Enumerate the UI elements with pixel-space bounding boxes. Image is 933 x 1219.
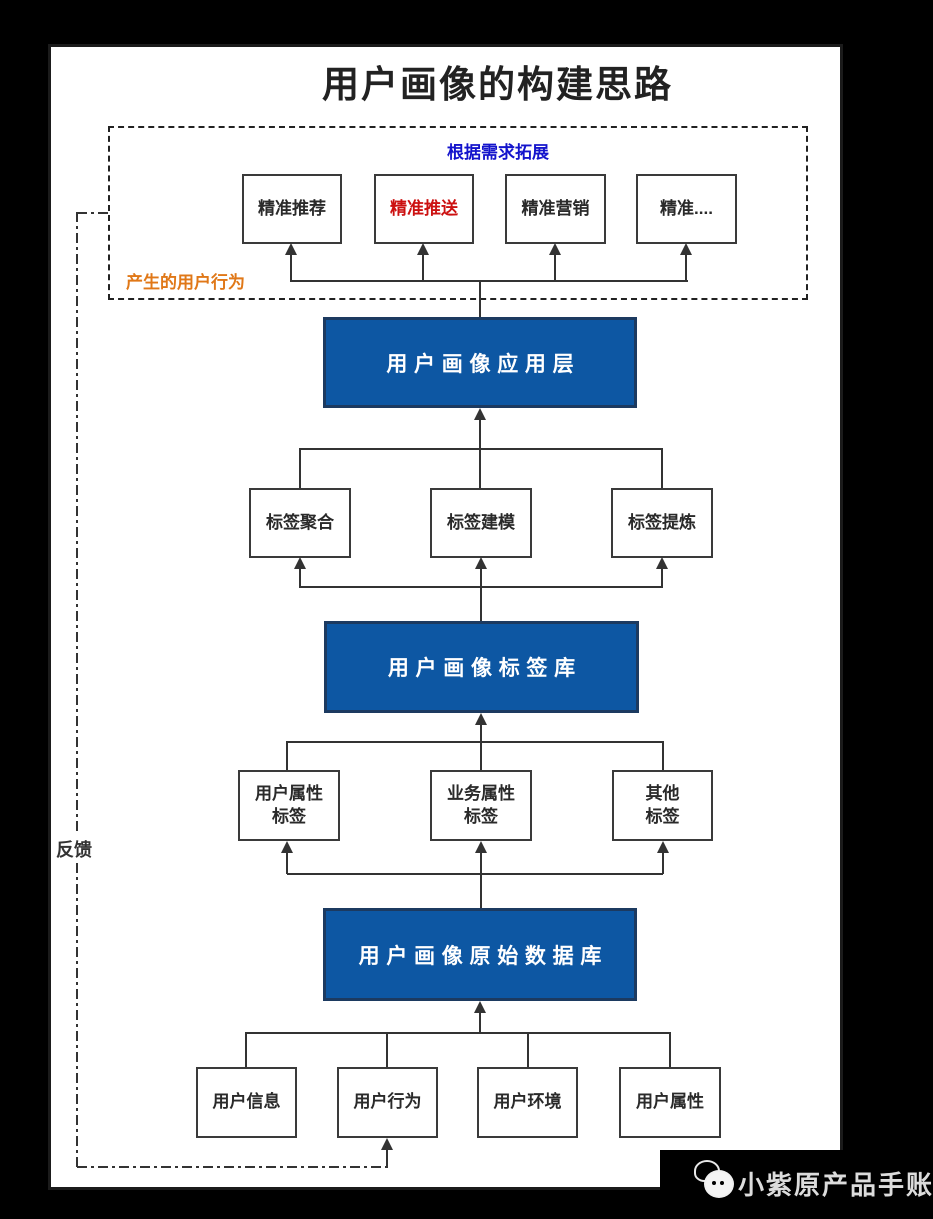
layer-application: 用户画像应用层	[323, 317, 637, 408]
connector-line	[661, 448, 663, 489]
tag-process-box-aggregate: 标签聚合	[249, 488, 351, 558]
app-box-label: 精准....	[660, 198, 713, 218]
tag-type-label-line2: 标签	[645, 806, 680, 826]
layer-tag-library: 用户画像标签库	[324, 621, 639, 713]
watermark-logo-icon	[692, 1160, 736, 1204]
connector-line	[527, 1032, 529, 1067]
tag-process-label: 标签提炼	[628, 512, 696, 532]
app-box-precise-etc: 精准....	[636, 174, 737, 244]
app-box-label: 精准推送	[390, 198, 458, 218]
arrowhead-icon	[285, 243, 297, 255]
connector-line	[662, 741, 664, 771]
source-label: 用户信息	[212, 1092, 281, 1112]
behavior-note: 产生的用户行为	[126, 273, 245, 292]
arrowhead-icon	[294, 557, 306, 569]
connector-line	[422, 254, 424, 282]
connector-line	[480, 568, 482, 622]
source-box-user-attribute: 用户属性	[619, 1067, 721, 1138]
connector-line	[291, 280, 688, 282]
feedback-line	[76, 212, 78, 1168]
feedback-line	[77, 212, 109, 214]
arrowhead-icon	[680, 243, 692, 255]
connector-line	[479, 280, 481, 318]
tag-process-label: 标签建模	[447, 512, 515, 532]
app-box-precise-push: 精准推送	[374, 174, 474, 244]
connector-line	[662, 852, 664, 874]
tag-type-label-line1: 其他	[645, 784, 680, 804]
feedback-line	[77, 1166, 388, 1168]
tag-process-label: 标签聚合	[266, 512, 334, 532]
source-box-user-behavior: 用户行为	[337, 1067, 438, 1138]
arrowhead-icon	[656, 557, 668, 569]
feedback-label: 反馈	[53, 835, 95, 863]
app-box-precise-marketing: 精准营销	[505, 174, 606, 244]
source-label: 用户属性	[636, 1092, 704, 1112]
connector-line	[246, 1032, 671, 1034]
connector-line	[480, 852, 482, 909]
tag-type-label-line2: 标签	[272, 806, 306, 826]
connector-line	[685, 254, 687, 282]
connector-line	[286, 741, 288, 771]
tag-process-box-modeling: 标签建模	[430, 488, 532, 558]
connector-line	[554, 254, 556, 282]
watermark-bar: 小紫原产品手账	[660, 1150, 933, 1219]
arrowhead-icon	[549, 243, 561, 255]
connector-line	[661, 568, 663, 588]
watermark-logo-eye	[720, 1181, 724, 1185]
arrowhead-icon	[474, 408, 486, 420]
source-label: 用户行为	[353, 1092, 422, 1112]
app-box-label: 精准推荐	[258, 198, 326, 218]
connector-line	[290, 254, 292, 282]
arrowhead-icon	[657, 841, 669, 853]
app-box-precise-recommend: 精准推荐	[242, 174, 342, 244]
application-region-dashed-box	[108, 126, 808, 300]
tag-type-box-user-attribute: 用户属性 标签	[238, 770, 340, 841]
connector-line	[287, 741, 663, 743]
connector-line	[299, 568, 301, 588]
source-box-user-environment: 用户环境	[477, 1067, 578, 1138]
connector-line	[386, 1149, 388, 1168]
app-box-label: 精准营销	[521, 198, 590, 218]
watermark-logo-eye	[712, 1181, 716, 1185]
connector-line	[479, 1012, 481, 1034]
source-label: 用户环境	[493, 1092, 562, 1112]
arrowhead-icon	[281, 841, 293, 853]
connector-line	[480, 724, 482, 771]
layer-raw-database: 用户画像原始数据库	[323, 908, 637, 1001]
tag-type-label-line1: 业务属性	[447, 784, 515, 804]
source-box-user-info: 用户信息	[196, 1067, 297, 1138]
arrowhead-icon	[475, 557, 487, 569]
watermark-logo-head	[704, 1170, 734, 1198]
connector-line	[286, 852, 288, 874]
connector-line	[669, 1032, 671, 1067]
expand-note: 根据需求拓展	[447, 143, 549, 162]
connector-line	[245, 1032, 247, 1067]
connector-line	[300, 448, 662, 450]
tag-type-box-other: 其他 标签	[612, 770, 713, 841]
arrowhead-icon	[417, 243, 429, 255]
arrowhead-icon	[475, 841, 487, 853]
arrowhead-icon	[474, 1001, 486, 1013]
tag-type-label-line2: 标签	[464, 806, 498, 826]
connector-line	[287, 873, 663, 875]
arrowhead-icon	[475, 713, 487, 725]
tag-process-box-refine: 标签提炼	[611, 488, 713, 558]
tag-type-box-business-attribute: 业务属性 标签	[430, 770, 532, 841]
connector-line	[386, 1032, 388, 1067]
page-title: 用户画像的构建思路	[322, 64, 673, 105]
arrowhead-icon	[381, 1138, 393, 1150]
connector-line	[299, 448, 301, 489]
connector-line	[479, 419, 481, 489]
watermark-text: 小紫原产品手账	[738, 1170, 933, 1200]
tag-type-label-line1: 用户属性	[255, 784, 323, 804]
